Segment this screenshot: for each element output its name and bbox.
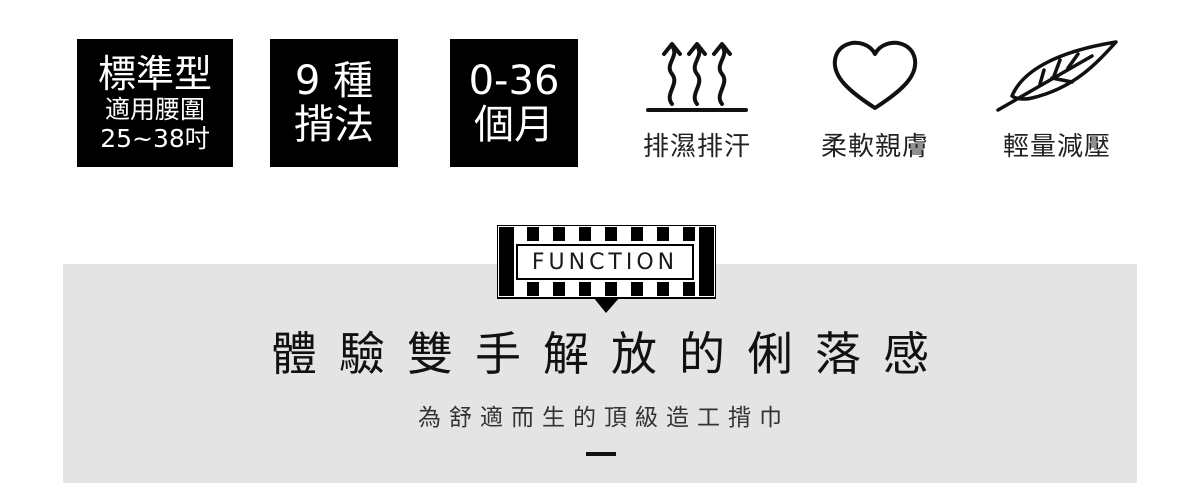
feature-label-lightweight: 輕量減壓 [1002, 132, 1111, 162]
size-type-label: 標準型 [97, 52, 212, 96]
carry-positions-badge: 9 種 揹法 [270, 39, 398, 167]
feature-soft-skin: 柔軟親膚 [800, 38, 950, 163]
age-range-unit: 個月 [474, 102, 554, 148]
carry-positions-label: 揹法 [294, 102, 374, 148]
section-subheadline: 為舒適而生的頂級造工揹巾 [418, 405, 790, 431]
feature-label-moisture-wicking: 排濕排汗 [642, 132, 751, 162]
section-headline: 體驗雙手解放的俐落感 [271, 327, 951, 381]
divider-dash [586, 452, 616, 456]
waist-fit-label: 適用腰圍 [104, 95, 205, 124]
feather-icon [996, 40, 1118, 112]
feature-lightweight: 輕量減壓 [982, 38, 1132, 163]
feature-moisture-wicking: 排濕排汗 [622, 38, 772, 163]
age-range-badge: 0-36 個月 [450, 39, 578, 167]
carry-positions-count: 9 種 [294, 58, 374, 104]
feature-label-soft-skin: 柔軟親膚 [820, 132, 929, 162]
function-badge-label: FUNCTION [516, 244, 694, 280]
carrier-size-badge: 標準型 適用腰圍 25~38吋 [77, 39, 233, 167]
age-range-value: 0-36 [468, 58, 560, 104]
waist-range-label: 25~38吋 [100, 124, 210, 153]
heart-icon [832, 40, 918, 110]
moisture-wicking-arrows-icon [646, 42, 748, 112]
